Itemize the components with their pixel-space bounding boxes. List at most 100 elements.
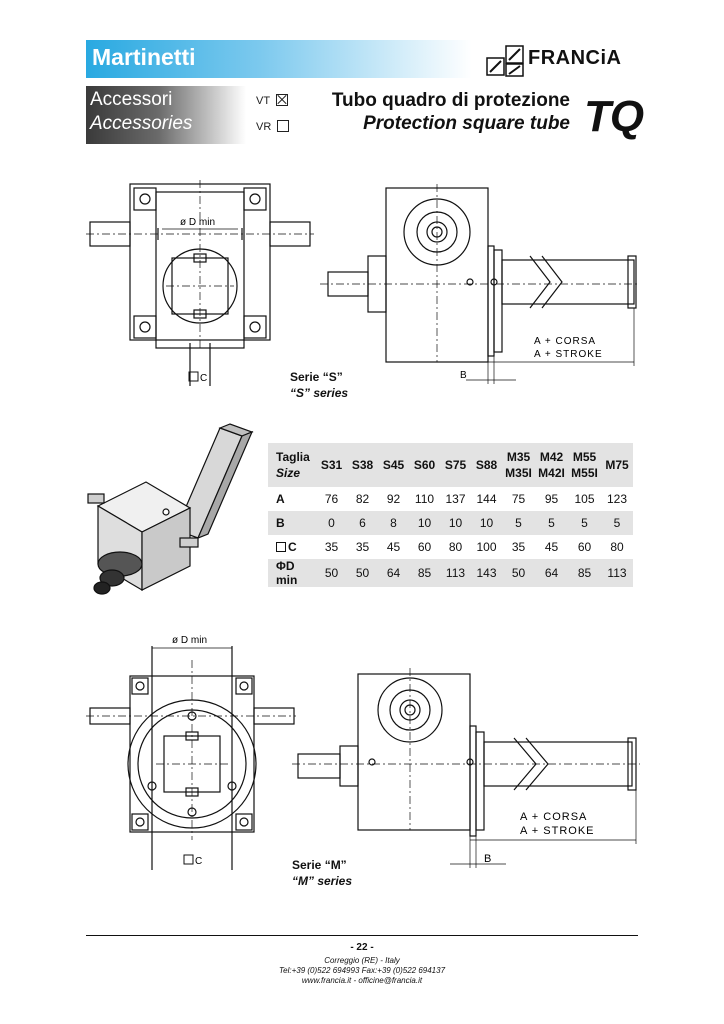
table-cell: 45: [544, 540, 559, 554]
col-header-label-2: M55I: [571, 466, 598, 480]
table-row: A 76 82 92 110 137 144 75 95 105 123: [268, 487, 633, 511]
table-cell: 10: [409, 511, 440, 535]
table-row: ΦD min 50 50 64 85 113 143 50 64 85 113: [268, 559, 633, 587]
col-header-label: S88: [475, 458, 498, 472]
product-title-it: Tubo quadro di protezione: [331, 90, 570, 111]
col-header: S38: [347, 443, 378, 487]
table-cell: 35: [355, 540, 370, 554]
table-cell: 76: [324, 492, 339, 506]
product-title-en: Protection square tube: [363, 113, 570, 134]
row-label: C: [268, 535, 316, 559]
checked-box-icon: [276, 94, 289, 106]
table-cell: 6: [347, 511, 378, 535]
col-header: S75: [440, 443, 471, 487]
category-block: [86, 86, 246, 144]
header-banner: [86, 40, 472, 78]
category-it: Accessori: [90, 89, 173, 110]
table-cell: 60: [417, 540, 432, 554]
footer-address: Correggio (RE) - Italy: [324, 956, 400, 965]
table-cell: 144: [476, 492, 497, 506]
table-cell: 8: [378, 511, 409, 535]
col-header-label: M42: [539, 450, 564, 464]
table-cell: 95: [544, 492, 559, 506]
table-cell: 50: [347, 559, 378, 587]
table-cell: 100: [476, 540, 497, 554]
table-cell: 110: [414, 492, 435, 506]
table-cell: 80: [610, 540, 624, 554]
category-en: Accessories: [90, 113, 193, 134]
col-header-label: S75: [444, 458, 467, 472]
footer-web: www.francia.it - officine@francia.it: [301, 976, 423, 985]
product-code: TQ: [584, 92, 644, 141]
col-header-label: S31: [320, 458, 343, 472]
col-header: S88: [471, 443, 502, 487]
s-series-front-drawing: ø D min C: [86, 180, 314, 386]
table-cell: 105: [574, 492, 595, 506]
table-cell: 75: [511, 492, 526, 506]
table-row: B 0 6 8 10 10 10 5 5 5 5: [268, 511, 633, 535]
table-cell: 35: [324, 540, 339, 554]
m-corsa-label: A + CORSA: [520, 811, 587, 823]
m-d-min-label: ø D min: [172, 635, 207, 646]
table-cell: 50: [502, 559, 535, 587]
m-series-side-drawing: A + CORSA A + STROKE B: [292, 668, 640, 868]
col-header: M75: [601, 443, 633, 487]
col-header: S45: [378, 443, 409, 487]
col-header: S31: [316, 443, 347, 487]
table-cell: 10: [471, 511, 502, 535]
header-size-en: Size: [276, 466, 301, 480]
s-corsa-label: A + CORSA: [534, 336, 596, 347]
table-cell: 5: [601, 511, 633, 535]
m-b-label: B: [484, 853, 491, 865]
col-header-label: S45: [382, 458, 405, 472]
table-cell: 5: [502, 511, 535, 535]
table-cell: 0: [316, 511, 347, 535]
s-b-label: B: [460, 370, 467, 381]
unchecked-box-icon: [277, 120, 290, 132]
col-header-label: S38: [351, 458, 374, 472]
table-cell: 10: [440, 511, 471, 535]
footer-phone: Tel:+39 (0)522 694993 Fax:+39 (0)522 694…: [278, 966, 446, 975]
brand-name: FRANCiA: [528, 47, 622, 69]
s-stroke-label: A + STROKE: [534, 349, 603, 360]
table-row: C 35 35 45 60 80 100 35 45 60 80: [268, 535, 633, 559]
col-header-label-2: M35I: [505, 466, 532, 480]
col-header: S60: [409, 443, 440, 487]
option-vr-label: VR: [256, 121, 272, 133]
m-series-front-drawing: ø D min C: [86, 635, 296, 870]
s-c-label: C: [200, 373, 207, 384]
row-label: A: [276, 492, 285, 506]
table-cell: 64: [535, 559, 568, 587]
m-c-label: C: [195, 856, 202, 867]
col-header-label-2: M42I: [538, 466, 565, 480]
col-header-label: M55: [572, 450, 597, 464]
row-label-text: C: [288, 540, 297, 554]
header-size-it: Taglia: [276, 450, 310, 464]
brand-logo-icon: [486, 45, 524, 77]
table-cell: 5: [568, 511, 601, 535]
row-label: ΦD min: [268, 559, 316, 587]
table-header-size: Taglia Size: [268, 443, 316, 487]
table-cell: 82: [355, 492, 370, 506]
series-s-label-en: “S” series: [290, 386, 349, 400]
option-vt-label: VT: [256, 95, 271, 107]
footer-divider: [86, 935, 638, 936]
table-cell: 5: [535, 511, 568, 535]
table-cell: 143: [471, 559, 502, 587]
col-header-label: S60: [413, 458, 436, 472]
table-cell: 50: [316, 559, 347, 587]
table-cell: 123: [606, 492, 628, 506]
table-cell: 85: [568, 559, 601, 587]
row-label: B: [268, 511, 316, 535]
table-cell: 113: [601, 559, 633, 587]
page-number: - 22 -: [350, 942, 374, 953]
table-cell: 85: [409, 559, 440, 587]
m-stroke-label: A + STROKE: [520, 825, 595, 837]
table-cell: 80: [448, 540, 463, 554]
table-cell: 64: [378, 559, 409, 587]
